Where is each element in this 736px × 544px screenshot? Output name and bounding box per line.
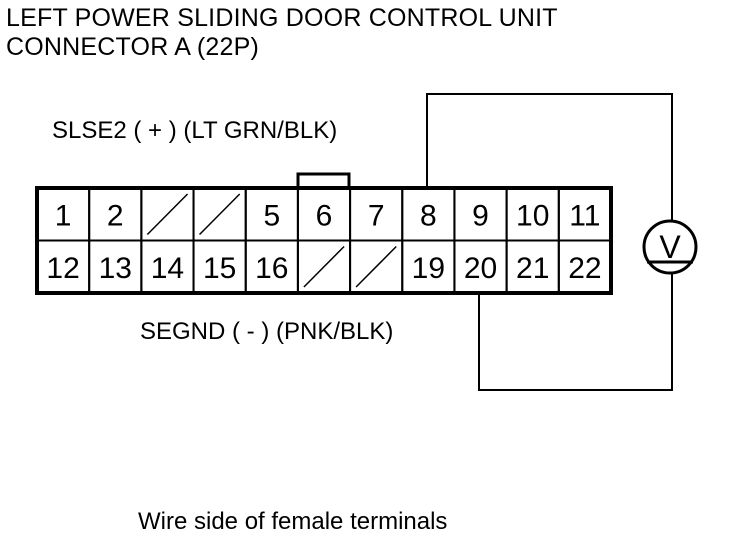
- title-line-1: LEFT POWER SLIDING DOOR CONTROL UNIT: [6, 4, 558, 32]
- ground-lead-wire: [478, 274, 673, 391]
- terminal-number-13: 13: [99, 252, 132, 285]
- terminal-number-11: 11: [569, 199, 600, 232]
- terminal-number-5: 5: [263, 199, 280, 232]
- voltmeter-icon: V: [642, 219, 698, 275]
- terminal-number-10: 10: [516, 199, 549, 232]
- positive-lead-wire: [426, 93, 673, 220]
- unused-terminal-slash: [303, 245, 345, 288]
- terminal-number-16: 16: [255, 252, 288, 285]
- footer-caption: Wire side of female terminals: [138, 508, 448, 535]
- terminal-number-2: 2: [107, 199, 124, 232]
- diagram-title: LEFT POWER SLIDING DOOR CONTROL UNIT CON…: [6, 4, 558, 62]
- terminal-number-7: 7: [368, 199, 385, 232]
- terminal-grid: [36, 187, 612, 294]
- unused-terminal-slash: [199, 193, 241, 236]
- ground-wire-label: SEGND ( - ) (PNK/BLK): [140, 318, 394, 345]
- terminal-number-6: 6: [316, 199, 333, 232]
- terminal-number-14: 14: [151, 252, 184, 285]
- unused-terminal-slash: [355, 245, 397, 288]
- terminal-number-9: 9: [472, 199, 489, 232]
- title-line-2: CONNECTOR A (22P): [6, 33, 259, 61]
- terminal-number-20: 20: [464, 252, 497, 285]
- terminal-number-12: 12: [46, 252, 79, 285]
- voltmeter-symbol: V: [659, 229, 681, 265]
- terminal-number-21: 21: [516, 252, 549, 285]
- unused-terminal-slash: [146, 193, 189, 236]
- terminal-number-22: 22: [568, 252, 601, 285]
- terminal-cell-22: [557, 239, 612, 294]
- terminal-number-1: 1: [55, 199, 72, 232]
- terminal-number-8: 8: [420, 199, 437, 232]
- positive-wire-label: SLSE2 ( + ) (LT GRN/BLK): [52, 117, 338, 144]
- connector-lock-tab: [296, 172, 351, 188]
- terminal-number-15: 15: [203, 252, 236, 285]
- terminal-number-19: 19: [412, 252, 445, 285]
